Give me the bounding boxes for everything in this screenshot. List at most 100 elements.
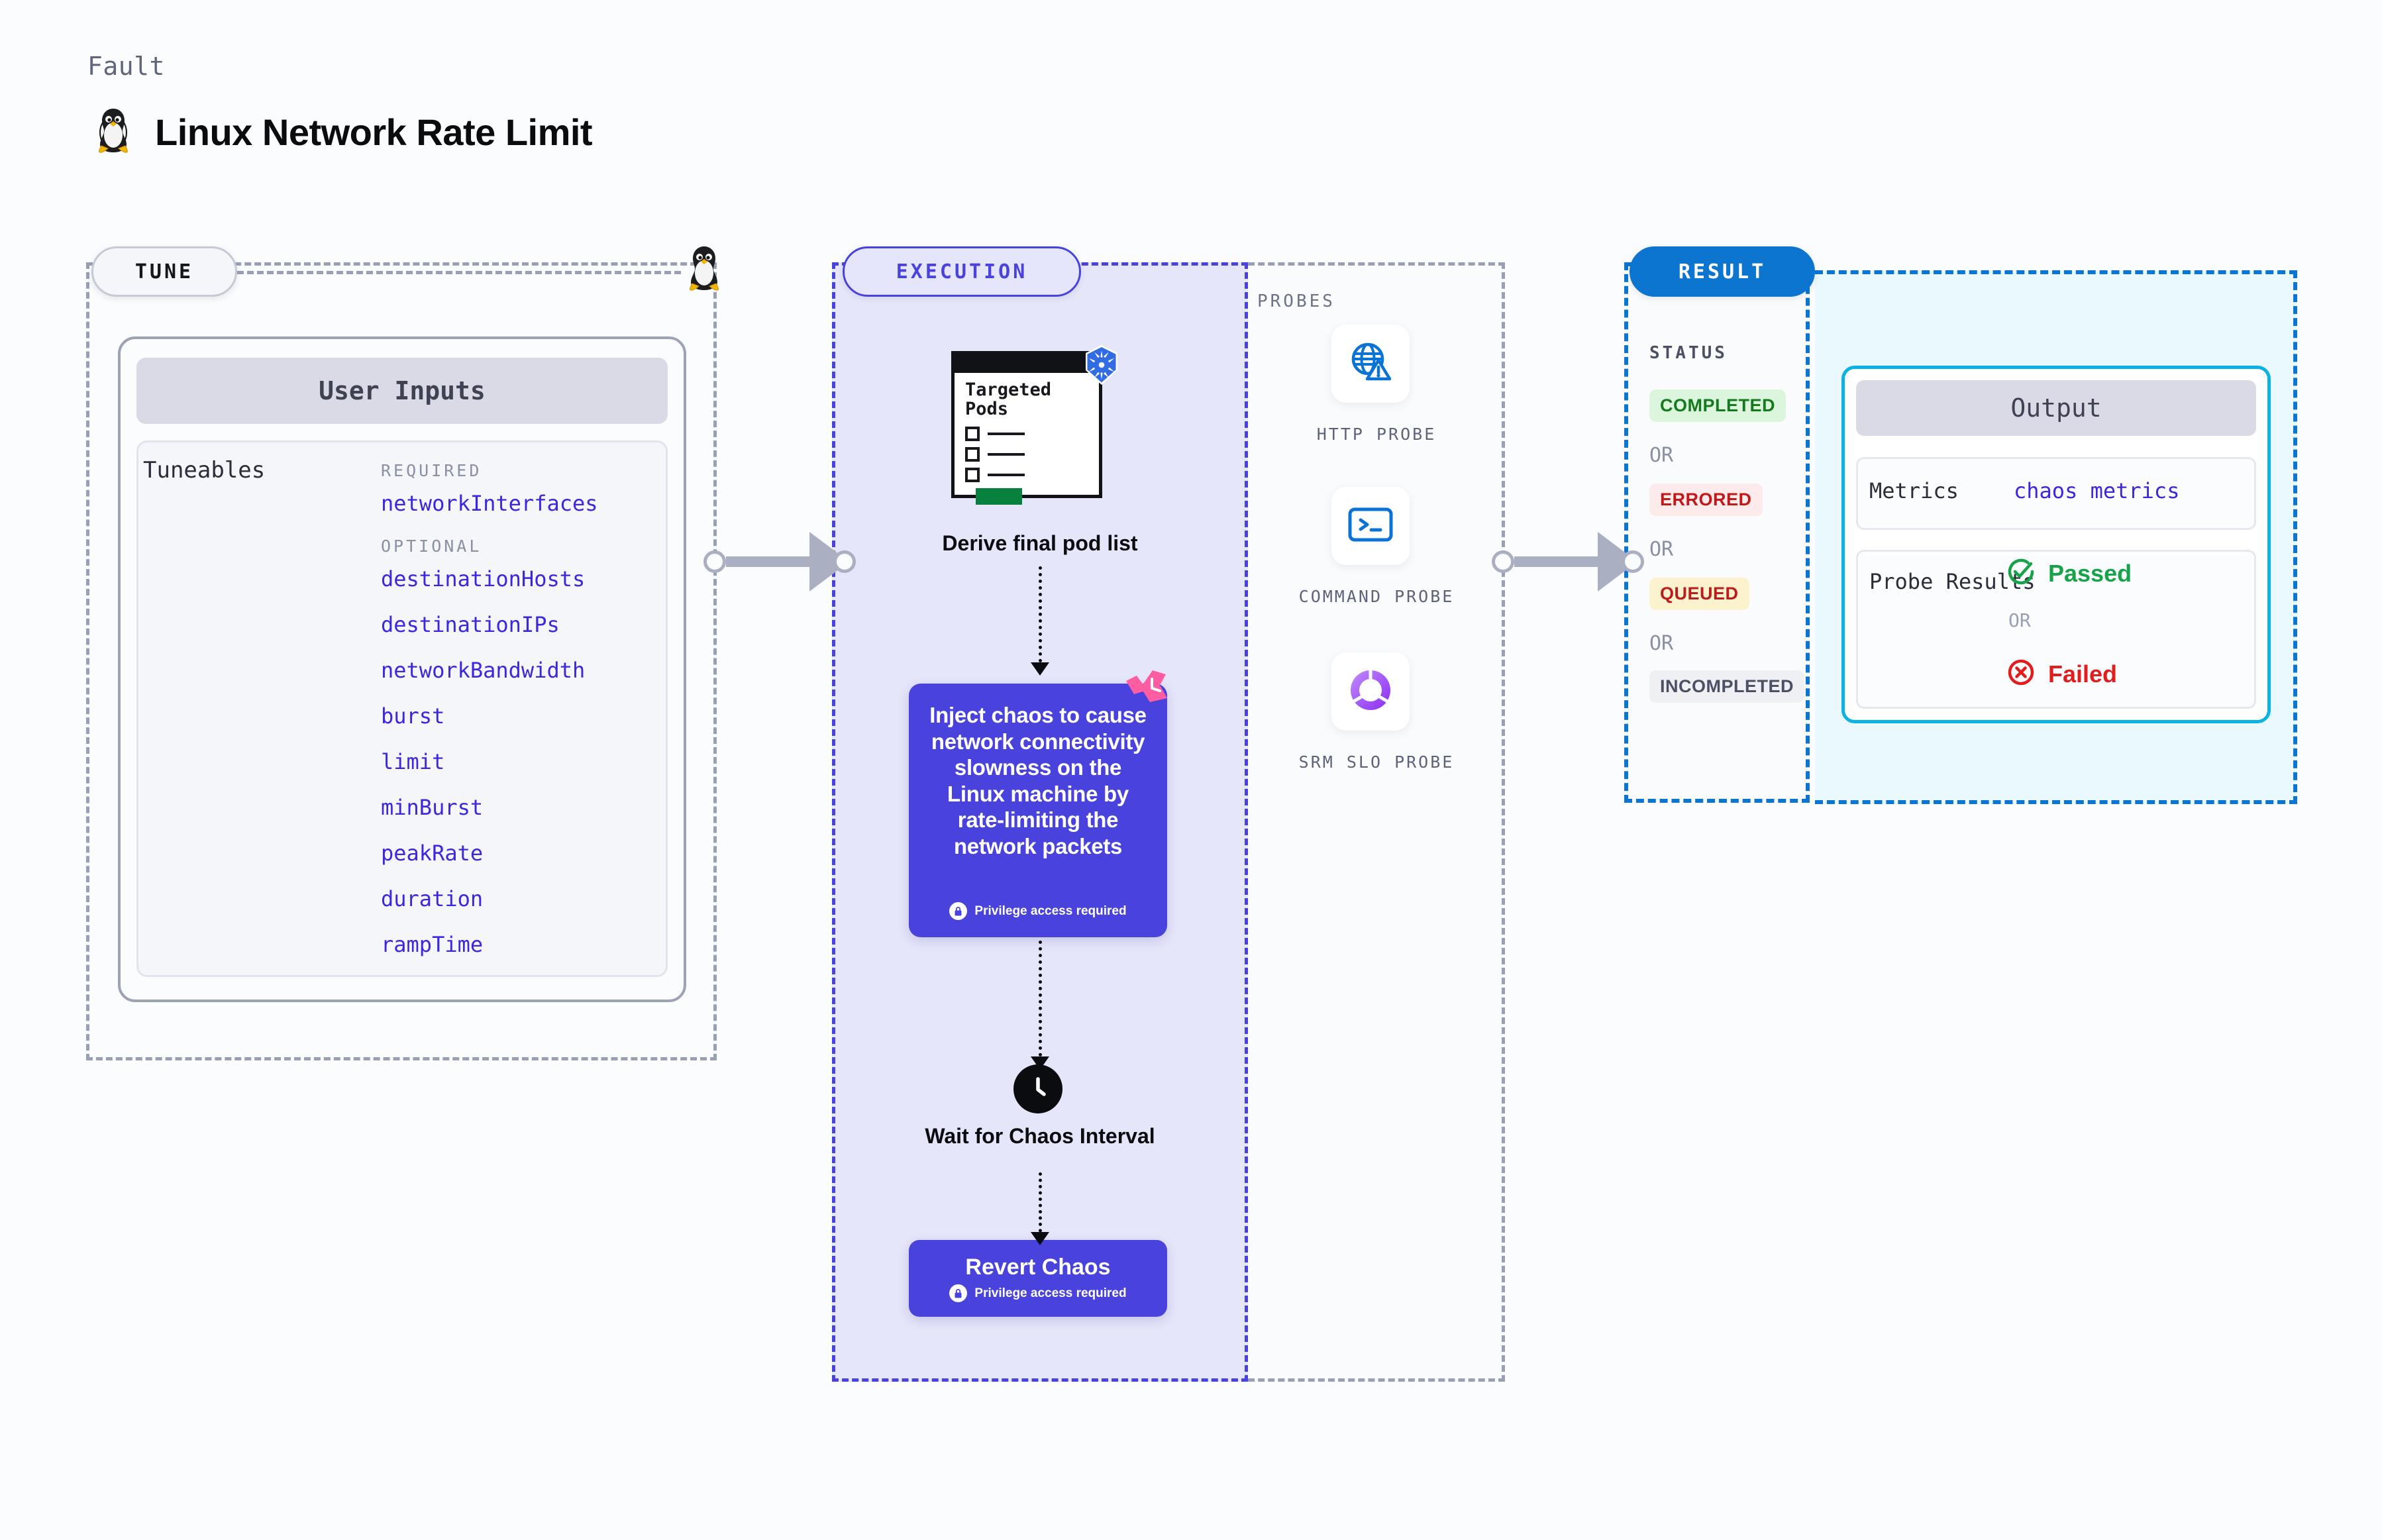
inject-chaos-text: Inject chaos to cause network connectivi…	[929, 703, 1147, 858]
probe-tile-srm-slo[interactable]	[1331, 652, 1410, 731]
check-circle-icon	[2006, 556, 2036, 590]
pods-card-title: Targeted Pods	[965, 380, 1052, 419]
arrow-tip	[1031, 1232, 1049, 1245]
status-or-2: OR	[1649, 538, 1674, 561]
tuneable-minBurst[interactable]: minBurst	[381, 795, 484, 820]
pods-checklist-row	[965, 447, 1099, 462]
result-region	[1624, 262, 1810, 803]
terminal-icon	[1347, 505, 1394, 547]
result-pill[interactable]: RESULT	[1630, 246, 1815, 297]
tuneables-panel	[136, 440, 668, 977]
inject-privilege-row: Privilege access required	[949, 902, 1127, 920]
status-badge-errored: ERRORED	[1649, 484, 1763, 516]
litmus-chaos-icon	[1121, 668, 1168, 715]
pods-card-topbar	[955, 354, 1099, 373]
tuneable-peakRate[interactable]: peakRate	[381, 841, 484, 866]
linux-penguin-icon	[93, 106, 134, 158]
probe-results-label: Probe Results	[1869, 569, 2036, 594]
pods-checklist	[955, 427, 1099, 505]
tuneable-destinationIPs[interactable]: destinationIPs	[381, 612, 560, 637]
probe-result-or: OR	[2008, 609, 2031, 631]
tuneable-destinationHosts[interactable]: destinationHosts	[381, 566, 586, 591]
pods-checklist-row	[965, 427, 1099, 442]
tuneable-networkInterfaces[interactable]: networkInterfaces	[381, 491, 598, 516]
probe-caption-http: HTTP PROBE	[1316, 425, 1437, 444]
status-badge-queued: QUEUED	[1649, 578, 1749, 610]
probe-result-failed: Failed	[2006, 657, 2117, 691]
connector-start-dot	[1492, 550, 1514, 573]
placeholder-line	[988, 453, 1025, 456]
flow-arrow-2	[1031, 941, 1049, 1070]
status-or-1: OR	[1649, 444, 1674, 467]
flow-arrow-1	[1031, 566, 1049, 676]
tune-connector-line	[237, 271, 681, 274]
pods-checklist-row	[965, 468, 1099, 483]
tuneable-networkBandwidth[interactable]: networkBandwidth	[381, 658, 586, 683]
globe-warning-icon	[1347, 340, 1394, 387]
clock-icon	[1013, 1064, 1062, 1113]
placeholder-line	[988, 433, 1025, 436]
probe-result-passed-label: Passed	[2048, 559, 2132, 587]
wait-for-chaos-interval-label: Wait for Chaos Interval	[925, 1124, 1155, 1148]
tune-pill[interactable]: TUNE	[91, 246, 237, 297]
status-badge-incompleted: INCOMPLETED	[1649, 670, 1805, 703]
arrow-stem	[1039, 1172, 1042, 1239]
arrow-stem	[1039, 566, 1042, 669]
revert-chaos-title: Revert Chaos	[965, 1255, 1111, 1280]
inject-privilege-text: Privilege access required	[974, 903, 1127, 918]
placeholder-line	[988, 474, 1025, 477]
checkbox-icon	[965, 447, 980, 462]
arrow-tip	[1031, 1056, 1049, 1070]
tuneable-rampTime[interactable]: rampTime	[381, 932, 484, 957]
execution-pill[interactable]: EXECUTION	[843, 246, 1081, 297]
connector-shaft	[726, 556, 812, 567]
connector-end-dot	[833, 550, 856, 573]
probe-result-passed: Passed	[2006, 556, 2132, 590]
connector-shaft	[1514, 556, 1600, 567]
tuneables-list: REQUIRED networkInterfaces OPTIONAL dest…	[381, 457, 666, 978]
lock-icon	[949, 1284, 968, 1302]
probe-results-panel	[1856, 550, 2256, 709]
linux-penguin-icon-small	[684, 244, 725, 300]
flow-arrow-3	[1031, 1172, 1049, 1245]
connector-execution-to-result	[1492, 532, 1644, 591]
probes-region	[1248, 262, 1505, 1382]
revert-privilege-row: Privilege access required	[949, 1284, 1127, 1302]
status-or-3: OR	[1649, 632, 1674, 655]
kubernetes-icon	[1080, 343, 1123, 390]
probe-tile-http[interactable]	[1331, 325, 1410, 403]
metrics-panel	[1856, 457, 2256, 530]
derive-final-pod-list-label: Derive final pod list	[942, 531, 1138, 555]
checkbox-icon	[965, 427, 980, 442]
page-title: Linux Network Rate Limit	[155, 111, 593, 153]
lock-icon	[949, 902, 968, 920]
connector-tune-to-execution	[703, 532, 856, 591]
output-header: Output	[1856, 380, 2256, 436]
inject-chaos-step: Inject chaos to cause network connectivi…	[909, 684, 1167, 937]
arrow-tip	[1031, 662, 1049, 676]
connector-end-dot	[1622, 550, 1644, 573]
probe-tile-command[interactable]	[1331, 487, 1410, 565]
metrics-label: Metrics	[1869, 478, 1959, 503]
tuneables-label: Tuneables	[143, 457, 266, 484]
fault-title-row: Linux Network Rate Limit	[93, 106, 593, 158]
tuneables-group-label-optional: OPTIONAL	[381, 537, 482, 556]
probes-section-label: PROBES	[1257, 291, 1335, 311]
slo-donut-check-icon	[1348, 668, 1393, 715]
arrow-stem	[1039, 941, 1042, 1063]
probe-caption-srm-slo: SRM SLO PROBE	[1298, 752, 1455, 772]
probe-caption-command: COMMAND PROBE	[1298, 587, 1455, 606]
probe-result-failed-label: Failed	[2048, 660, 2118, 688]
fault-eyebrow: Fault	[87, 52, 165, 81]
status-badge-completed: COMPLETED	[1649, 389, 1786, 422]
tuneable-burst[interactable]: burst	[381, 703, 445, 729]
x-circle-icon	[2006, 657, 2036, 691]
tuneable-limit[interactable]: limit	[381, 749, 445, 774]
checkbox-icon	[965, 468, 980, 483]
user-inputs-header: User Inputs	[136, 358, 668, 424]
tuneable-duration[interactable]: duration	[381, 886, 484, 911]
status-label: STATUS	[1649, 343, 1728, 363]
metrics-value[interactable]: chaos metrics	[2014, 478, 2180, 503]
tune-region	[86, 262, 717, 1060]
